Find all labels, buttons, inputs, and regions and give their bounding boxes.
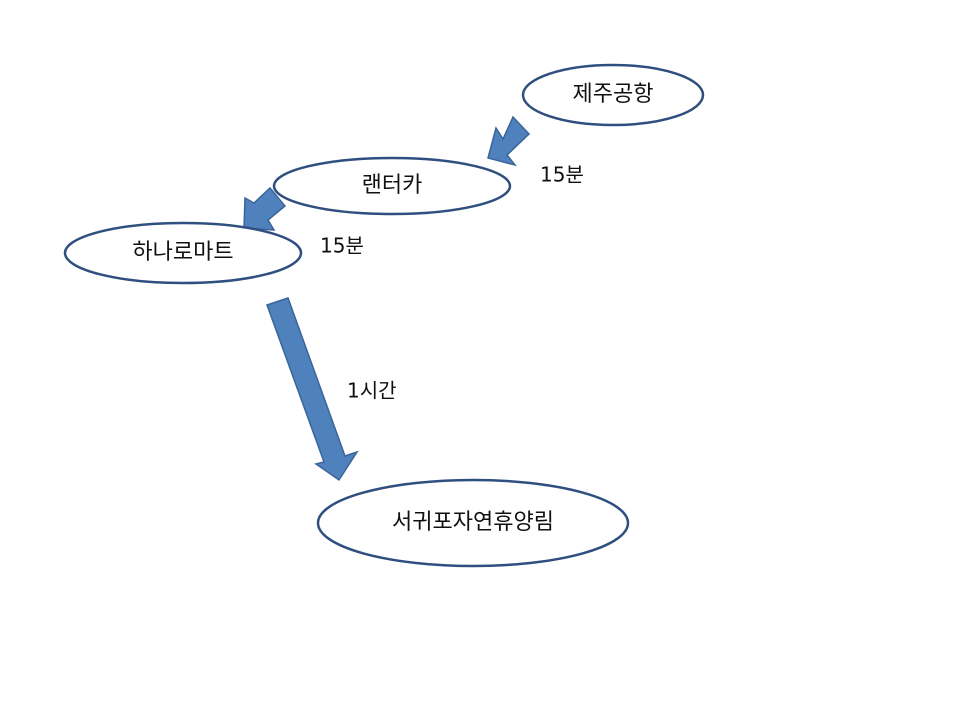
node-seogwipo-forest: 서귀포자연휴양림 — [316, 478, 630, 568]
arrow-airport-to-rentcar — [487, 115, 531, 167]
node-rentcar: 랜터카 — [272, 156, 512, 216]
node-rentcar-label: 랜터카 — [362, 173, 423, 198]
arrow-shape — [487, 115, 531, 167]
edge-label-mart-forest: 1시간 — [347, 379, 397, 403]
edge-label-rentcar-mart: 15분 — [320, 234, 364, 258]
node-jeju-airport: 제주공항 — [521, 63, 705, 127]
node-jeju-airport-label: 제주공항 — [573, 82, 654, 107]
arrow-mart-to-forest — [266, 297, 359, 482]
node-seogwipo-forest-label: 서귀포자연휴양림 — [392, 510, 554, 535]
node-hanaro-mart-label: 하나로마트 — [132, 240, 233, 265]
node-hanaro-mart: 하나로마트 — [63, 221, 303, 285]
edge-label-airport-rentcar: 15분 — [540, 163, 584, 187]
arrow-shape — [266, 297, 359, 482]
